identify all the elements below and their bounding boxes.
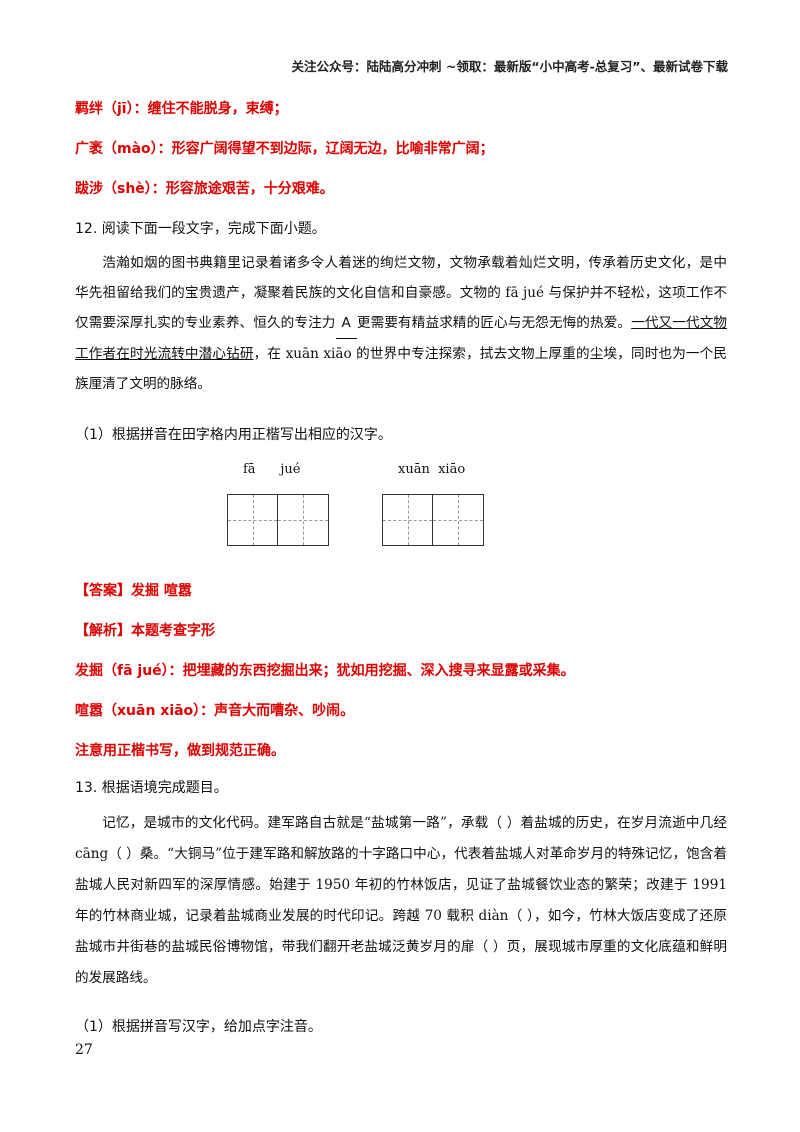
passage-part-2: 更需要有精益求精的匠心与无怨无悔的热爱。 [356, 315, 632, 331]
tianzige-cell[interactable] [278, 495, 328, 545]
question-13-passage: 记忆，是城市的文化代码。建军路自古就是“盐城第一路”，承载（ ）着盐城的历史，在… [75, 815, 727, 986]
pinyin-label-2: xuān xiāo [398, 462, 466, 477]
analysis-line-2: 喧嚣（xuān xiāo）：声音大而嘈杂、吵闹。 [75, 703, 355, 719]
question-12-title: 12. 阅读下面一段文字，完成下面小题。 [75, 221, 326, 237]
question-13-title: 13. 根据语境完成题目。 [75, 780, 228, 796]
tianzige-cell[interactable] [383, 495, 433, 545]
question-12-passage: 浩瀚如烟的图书典籍里记录着诸多令人着迷的绚烂文物，文物承载着灿烂文明，传承着历史… [75, 248, 727, 399]
blank-a: A [335, 308, 357, 339]
answer-line-2: 广袤（mào）：形容广阔得望不到边际，辽阔无边，比喻非常广阔； [75, 141, 494, 157]
tianzige-grid-2 [382, 494, 484, 546]
page-number: 27 [75, 1042, 93, 1058]
answer-line-3: 跋涉（shè）：形容旅途艰苦，十分艰难。 [75, 181, 334, 197]
question-12-sub-1: （1）根据拼音在田字格内用正楷写出相应的汉字。 [75, 427, 392, 443]
answer-line-1: 羁绊（jī）：缠住不能脱身，束缚； [75, 101, 288, 117]
tianzige-cell[interactable] [433, 495, 483, 545]
pinyin-label-1: fā jué [243, 462, 301, 477]
passage-part-3: ，在 xuān xiāo 的世界中专注探索，拭去文物上厚重的尘埃，同时也为一个民… [75, 346, 728, 392]
passage-underlined-sentence: 一代又一代文物工作者在时光流转中潜心钻研 [75, 315, 727, 362]
tianzige-cell[interactable] [228, 495, 278, 545]
question-12-answer: 【答案】发掘 喧嚣 [75, 583, 192, 599]
analysis-line-1: 发掘（fā jué）：把埋藏的东西挖掘出来；犹如用挖掘、深入搜寻来显露或采集。 [75, 663, 575, 679]
page-header: 关注公众号：陆陆高分冲刺 ~领取：最新版“小中高考-总复习”、最新试卷下载 [291, 59, 728, 74]
question-12-analysis-title: 【解析】本题考查字形 [75, 623, 215, 639]
analysis-line-3: 注意用正楷书写，做到规范正确。 [75, 743, 285, 759]
tianzige-grid-1 [227, 494, 329, 546]
passage-part-1: 浩瀚如烟的图书典籍里记录着诸多令人着迷的绚烂文物，文物承载着灿烂文明，传承着历史… [75, 255, 727, 331]
question-13-sub-1: （1）根据拼音写汉字，给加点字注音。 [75, 1019, 322, 1035]
